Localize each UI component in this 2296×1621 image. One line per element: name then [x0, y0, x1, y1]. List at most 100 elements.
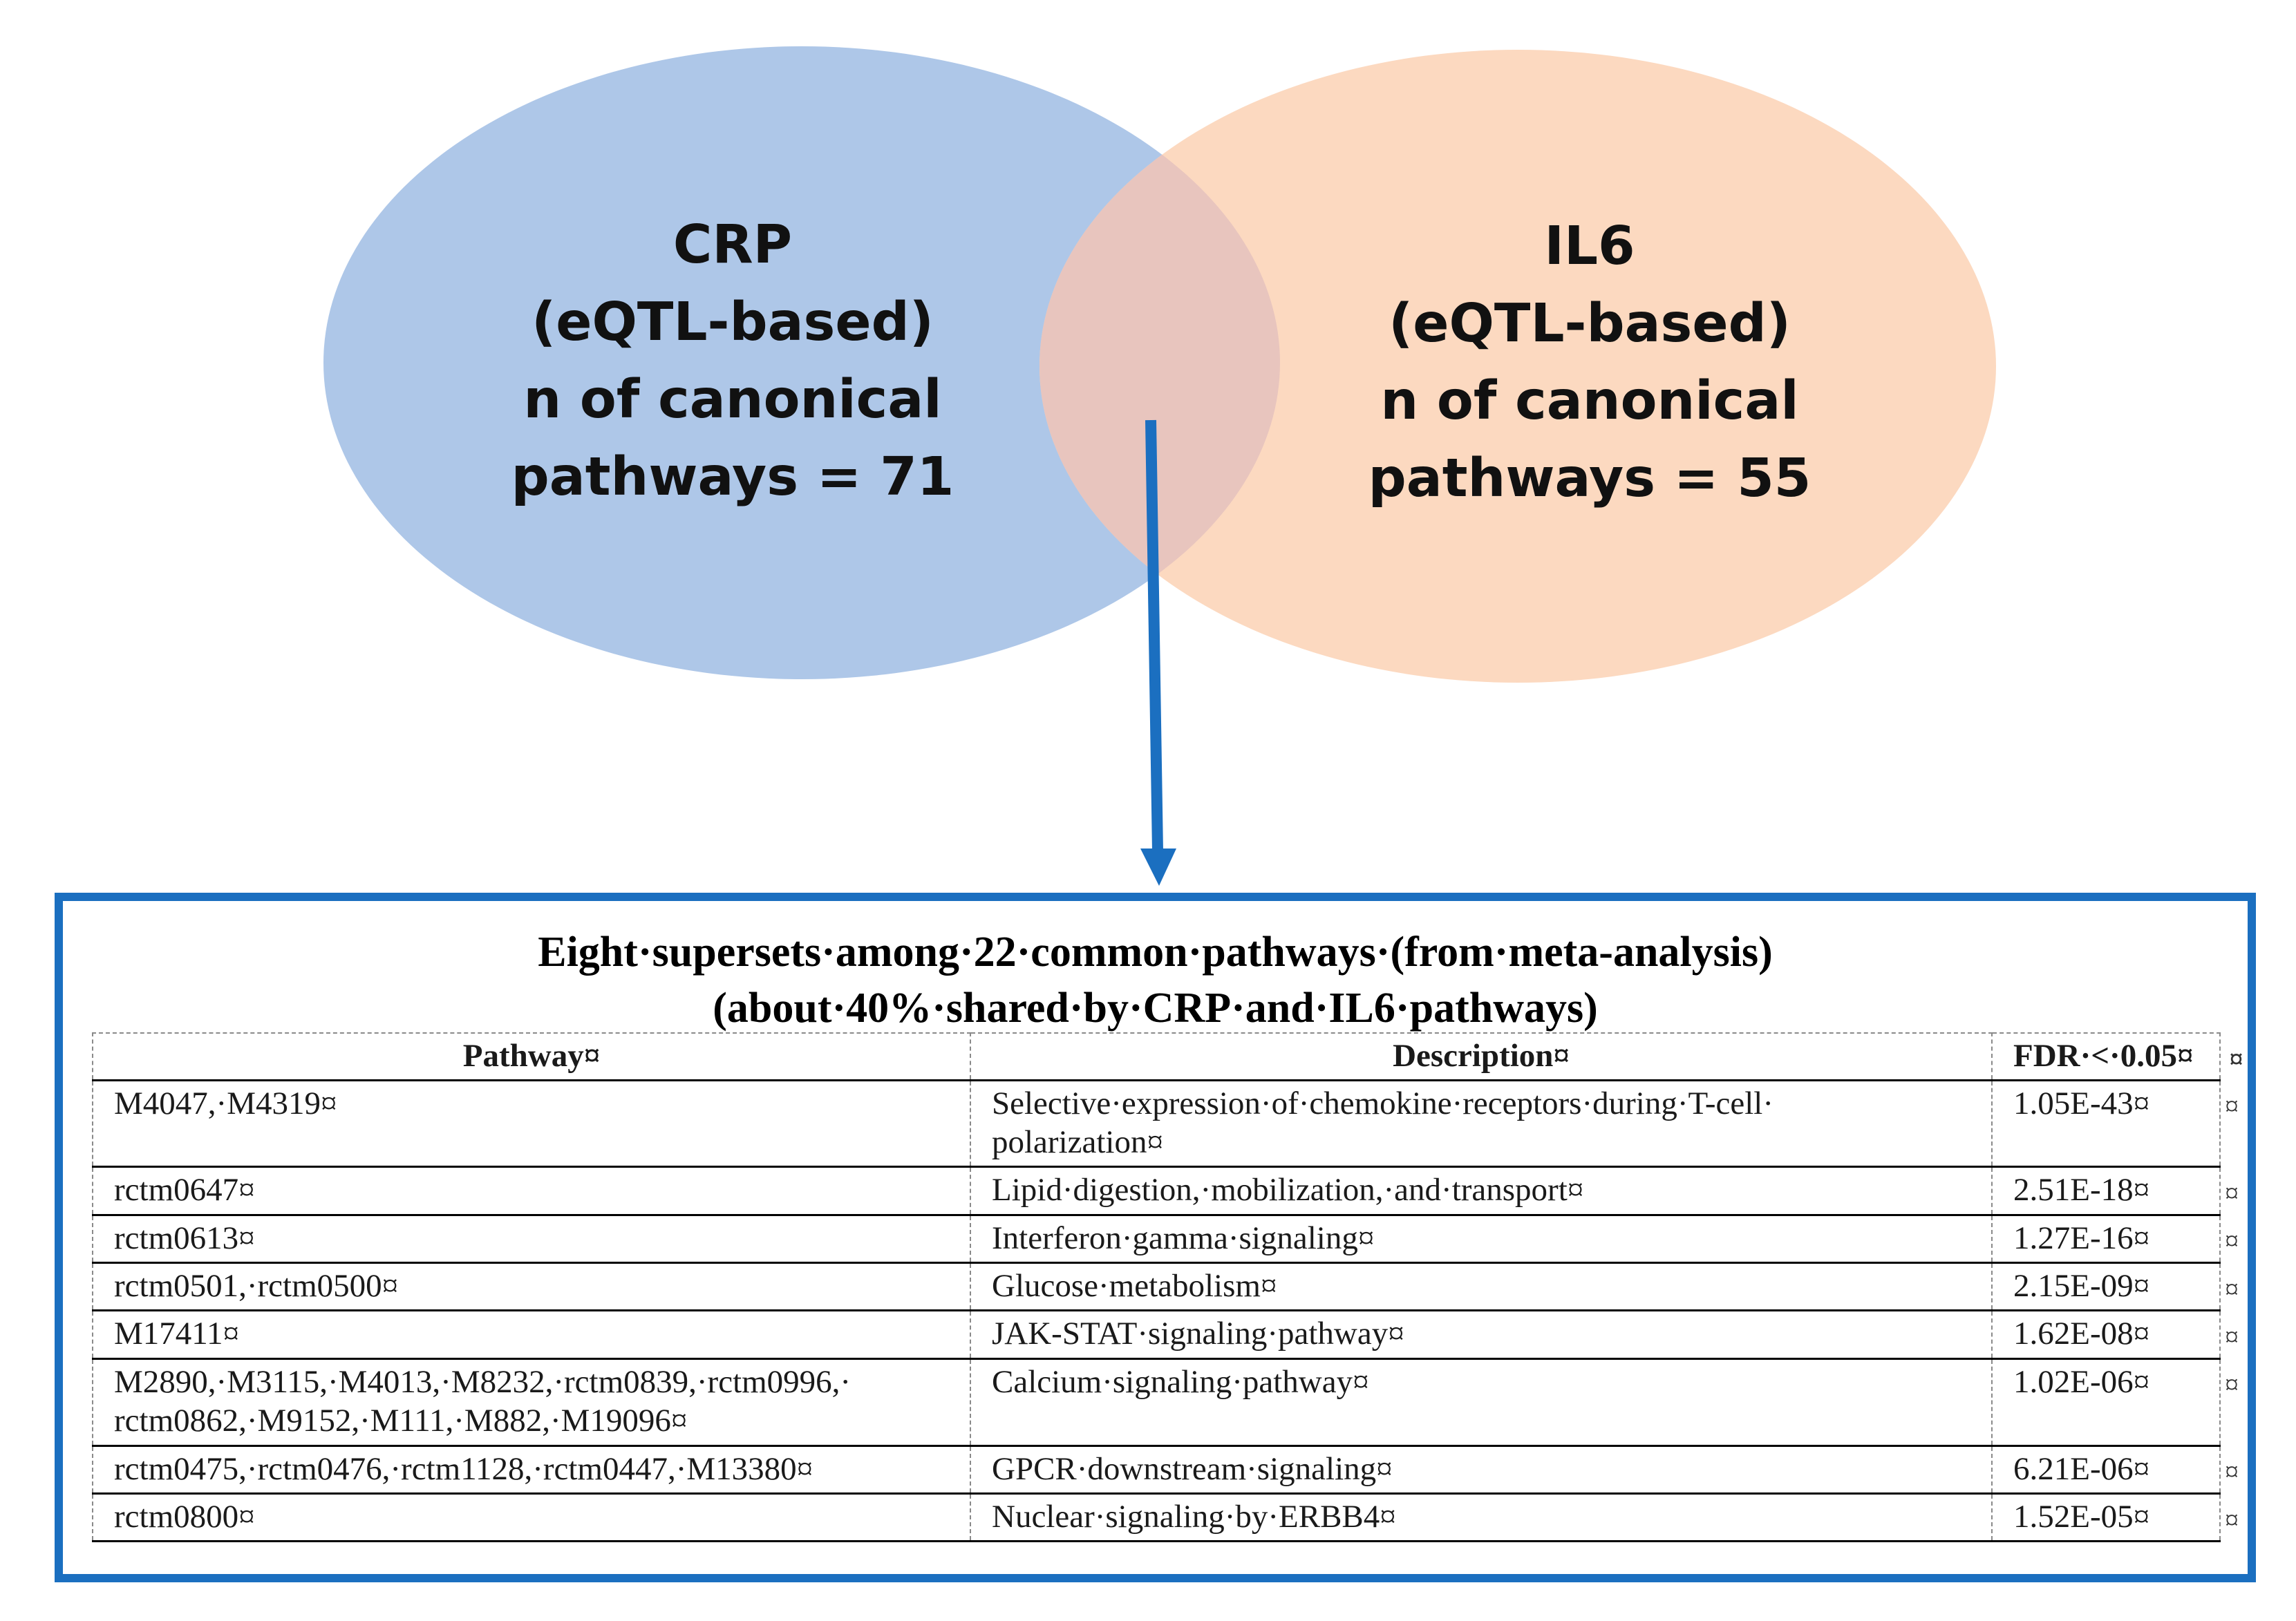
- venn-diagram: CRP (eQTL-based) n of canonical pathways…: [323, 46, 1996, 886]
- cell-pathway: rctm0800¤: [92, 1493, 971, 1543]
- cell-pathway: rctm0647¤: [92, 1166, 971, 1216]
- cell-fdr: 6.21E-06¤: [1991, 1445, 2221, 1495]
- cell-end-mark: ¤: [2219, 1493, 2248, 1542]
- cell-fdr-line: 1.05E-43¤: [2013, 1085, 2150, 1121]
- cell-pathway-line: rctm0800¤: [114, 1499, 255, 1535]
- cell-end-mark: ¤: [2219, 1310, 2248, 1359]
- cell-end-mark-line: ¤: [2225, 1320, 2239, 1352]
- cell-pathway: M4047,·M4319¤: [92, 1080, 971, 1168]
- pathway-table-frame: Eight·supersets·among·22·common·pathways…: [55, 893, 2256, 1582]
- cell-fdr-line: 2.15E-09¤: [2013, 1268, 2150, 1305]
- table-row: rctm0501,·rctm0500¤ Glucose·metabolism¤ 2.…: [92, 1262, 2248, 1312]
- il6-circle: [1039, 50, 1996, 683]
- cell-pathway: M17411¤: [92, 1310, 971, 1360]
- cell-end-mark: ¤: [2219, 1358, 2248, 1446]
- table-row: M4047,·M4319¤ Selective·expression·of·che…: [92, 1080, 2248, 1168]
- table-body: M4047,·M4319¤ Selective·expression·of·che…: [92, 1080, 2248, 1543]
- cell-description-line: Selective·expression·of·chemokine·recept…: [992, 1085, 1774, 1121]
- table-row: M2890,·M3115,·M4013,·M8232,·rctm0839,·rc…: [92, 1358, 2248, 1447]
- crp-label-line: (eQTL-based): [531, 292, 934, 353]
- cell-end-mark-line: ¤: [2225, 1369, 2239, 1401]
- header-end-mark: ¤: [2219, 1033, 2248, 1080]
- cell-pathway-line: rctm0501,·rctm0500¤: [114, 1268, 399, 1305]
- cell-pathway-line: rctm0862,·M9152,·M111,·M882,·M19096¤: [114, 1403, 688, 1439]
- cell-fdr: 2.51E-18¤: [1991, 1166, 2221, 1216]
- cell-fdr-line: 1.02E-06¤: [2013, 1363, 2150, 1400]
- cell-end-mark: ¤: [2219, 1080, 2248, 1167]
- cell-description-line: polarization¤: [992, 1124, 1163, 1160]
- cell-end-mark-line: ¤: [2225, 1273, 2239, 1305]
- cell-end-mark-line: ¤: [2225, 1456, 2239, 1488]
- cell-description: Nuclear·signaling·by·ERBB4¤: [970, 1493, 1993, 1543]
- table-row: rctm0647¤ Lipid·digestion,·mobilization,·…: [92, 1166, 2248, 1216]
- cell-end-mark: ¤: [2219, 1166, 2248, 1215]
- cell-pathway-line: M2890,·M3115,·M4013,·M8232,·rctm0839,·rc…: [114, 1363, 851, 1400]
- header-description: Description¤: [970, 1032, 1993, 1081]
- crp-label-line: n of canonical: [523, 369, 941, 430]
- cell-description-line: GPCR·downstream·signaling¤: [992, 1450, 1393, 1487]
- pathway-table: Pathway¤ Description¤ FDR·<·0.05¤ ¤ M404…: [92, 1032, 2248, 1543]
- cell-pathway-line: M4047,·M4319¤: [114, 1085, 337, 1121]
- cell-pathway-line: rctm0613¤: [114, 1220, 255, 1256]
- il6-label: IL6 (eQTL-based) n of canonical pathways…: [1368, 216, 1812, 509]
- cell-fdr-line: 1.62E-08¤: [2013, 1316, 2150, 1352]
- il6-label-line: pathways = 55: [1368, 448, 1812, 509]
- cell-pathway-line: M17411¤: [114, 1316, 240, 1352]
- crp-label-line: pathways = 71: [511, 446, 954, 508]
- cell-fdr: 2.15E-09¤: [1991, 1262, 2221, 1312]
- table-header-row: Pathway¤ Description¤ FDR·<·0.05¤ ¤: [92, 1032, 2248, 1081]
- cell-fdr-line: 6.21E-06¤: [2013, 1450, 2150, 1487]
- cell-end-mark-line: ¤: [2225, 1225, 2239, 1257]
- table-row: rctm0475,·rctm0476,·rctm1128,·rctm0447,·…: [92, 1445, 2248, 1495]
- crp-label-line: CRP: [673, 214, 792, 276]
- table-row: rctm0800¤ Nuclear·signaling·by·ERBB4¤ 1.52…: [92, 1493, 2248, 1543]
- cell-description-line: Lipid·digestion,·mobilization,·and·trans…: [992, 1172, 1584, 1208]
- header-pathway: Pathway¤: [92, 1032, 971, 1081]
- cell-description: Calcium·signaling·pathway¤: [970, 1358, 1993, 1447]
- cell-fdr-line: 1.52E-05¤: [2013, 1499, 2150, 1535]
- cell-fdr: 1.27E-16¤: [1991, 1215, 2221, 1264]
- cell-description-line: Calcium·signaling·pathway¤: [992, 1363, 1369, 1400]
- il6-label-line: n of canonical: [1380, 370, 1798, 432]
- cell-description-line: JAK-STAT·signaling·pathway¤: [992, 1316, 1404, 1352]
- table-caption-line2: (about·40%·shared·by·CRP·and·IL6·pathway…: [713, 985, 1598, 1032]
- cell-end-mark-line: ¤: [2225, 1177, 2239, 1208]
- table-row: rctm0613¤ Interferon·gamma·signaling¤ 1.27…: [92, 1215, 2248, 1264]
- table-caption-line1: Eight·supersets·among·22·common·pathways…: [538, 929, 1773, 976]
- cell-end-mark-line: ¤: [2225, 1090, 2239, 1121]
- cell-end-mark: ¤: [2219, 1262, 2248, 1311]
- cell-description: Lipid·digestion,·mobilization,·and·trans…: [970, 1166, 1993, 1216]
- cell-fdr-line: 2.51E-18¤: [2013, 1172, 2150, 1208]
- cell-description: Interferon·gamma·signaling¤: [970, 1215, 1993, 1264]
- il6-label-line: IL6: [1544, 216, 1635, 277]
- cell-fdr: 1.05E-43¤: [1991, 1080, 2221, 1168]
- cell-description: Selective·expression·of·chemokine·recept…: [970, 1080, 1993, 1168]
- crp-label: CRP (eQTL-based) n of canonical pathways…: [511, 214, 954, 508]
- cell-fdr-line: 1.27E-16¤: [2013, 1220, 2150, 1256]
- cell-fdr: 1.52E-05¤: [1991, 1493, 2221, 1543]
- cell-pathway: rctm0475,·rctm0476,·rctm1128,·rctm0447,·…: [92, 1445, 971, 1495]
- cell-description-line: Glucose·metabolism¤: [992, 1268, 1277, 1305]
- crp-circle: [323, 46, 1280, 679]
- cell-fdr: 1.02E-06¤: [1991, 1358, 2221, 1447]
- cell-end-mark: ¤: [2219, 1445, 2248, 1494]
- cell-end-mark: ¤: [2219, 1215, 2248, 1263]
- cell-description-line: Interferon·gamma·signaling¤: [992, 1220, 1375, 1256]
- cell-pathway-line: rctm0647¤: [114, 1172, 255, 1208]
- arrow: [1140, 419, 1176, 886]
- cell-pathway: rctm0613¤: [92, 1215, 971, 1264]
- cell-end-mark-line: ¤: [2225, 1504, 2239, 1535]
- cell-pathway: rctm0501,·rctm0500¤: [92, 1262, 971, 1312]
- cell-pathway: M2890,·M3115,·M4013,·M8232,·rctm0839,·rc…: [92, 1358, 971, 1447]
- header-fdr: FDR·<·0.05¤: [1991, 1032, 2221, 1081]
- cell-description-line: Nuclear·signaling·by·ERBB4¤: [992, 1499, 1396, 1535]
- arrow-head: [1140, 849, 1176, 886]
- il6-label-line: (eQTL-based): [1389, 293, 1791, 354]
- cell-fdr: 1.62E-08¤: [1991, 1310, 2221, 1360]
- arrow-shaft: [1145, 419, 1163, 852]
- cell-description: JAK-STAT·signaling·pathway¤: [970, 1310, 1993, 1360]
- table-row: M17411¤ JAK-STAT·signaling·pathway¤ 1.62E-…: [92, 1310, 2248, 1360]
- cell-description: Glucose·metabolism¤: [970, 1262, 1993, 1312]
- cell-description: GPCR·downstream·signaling¤: [970, 1445, 1993, 1495]
- cell-pathway-line: rctm0475,·rctm0476,·rctm1128,·rctm0447,·…: [114, 1450, 813, 1487]
